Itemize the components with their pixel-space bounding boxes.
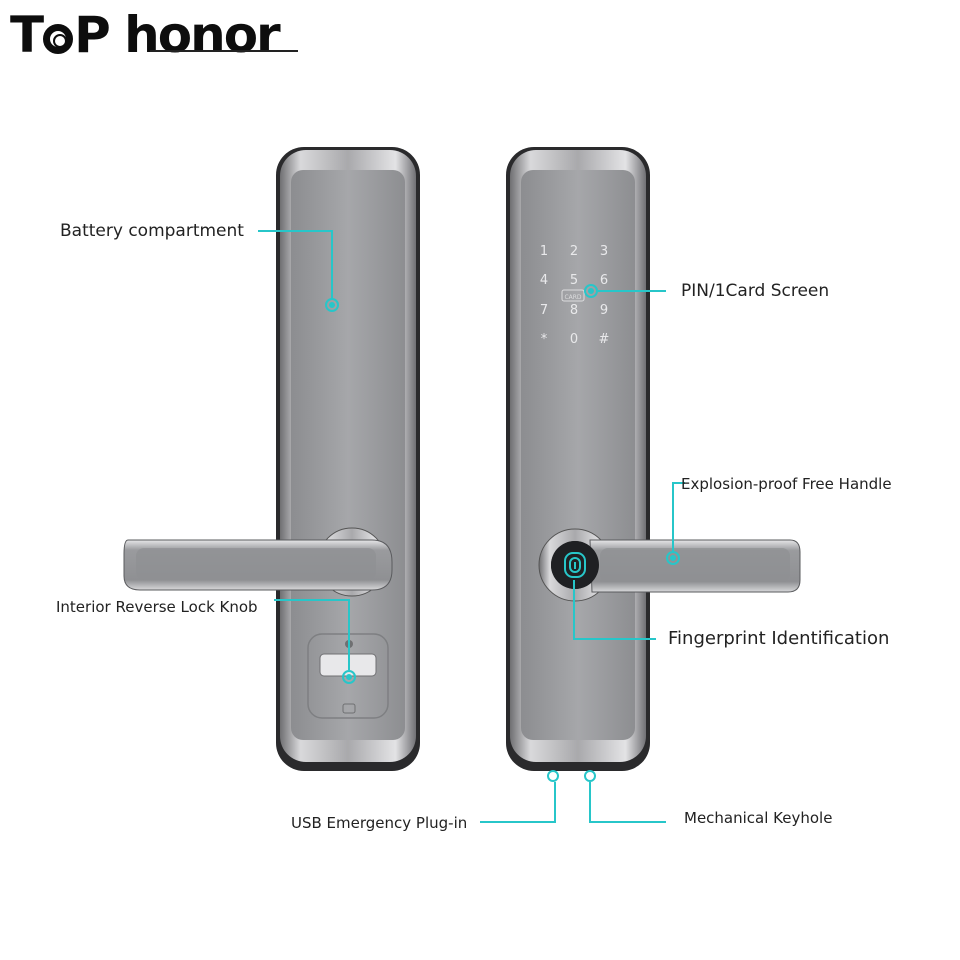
keypad-key: 4 (540, 273, 548, 288)
battery-marker (325, 298, 339, 312)
right-panel-face (521, 170, 635, 740)
pin-card-screen-label: PIN/1Card Screen (681, 281, 830, 301)
keyhole-port (584, 770, 596, 782)
keypad-key: 5 (570, 273, 578, 288)
padlock-icon (342, 703, 356, 714)
keyhole-leader (589, 782, 666, 823)
keypad-key: 9 (600, 303, 608, 318)
card-reader-text: CARD (564, 294, 581, 301)
brand-logo: T P honor (10, 6, 281, 64)
knob-marker (342, 670, 356, 684)
keypad-key: 6 (600, 273, 608, 288)
battery-compartment-label: Battery compartment (60, 221, 244, 241)
keypad-key: 2 (570, 244, 578, 259)
keypad-key: 1 (540, 244, 548, 259)
keypad-key: 8 (570, 303, 578, 318)
keypad-key: 3 (600, 244, 608, 259)
logo-underline (150, 50, 298, 52)
keypad-key: 7 (540, 303, 548, 318)
lock-knob-label: Interior Reverse Lock Knob (56, 598, 258, 616)
logo-text-b: P honor (74, 6, 281, 64)
free-handle-label: Explosion-proof Free Handle (681, 475, 892, 493)
fingerprint-logo-icon (43, 24, 74, 54)
battery-leader (258, 230, 333, 300)
pin-marker (584, 284, 598, 298)
fingerprint-icon (564, 552, 586, 578)
usb-plugin-label: USB Emergency Plug-in (291, 814, 468, 832)
handle-leader (672, 482, 685, 552)
knob-leader (274, 599, 350, 670)
keypad-key: * (541, 332, 548, 347)
keypad-key: 0 (570, 332, 578, 347)
fingerprint-label: Fingerprint Identification (668, 628, 890, 649)
keypad-key: # (599, 332, 610, 347)
callout-lines (258, 230, 685, 823)
usb-leader (480, 782, 556, 823)
exterior-lock-panel (506, 147, 801, 782)
mechanical-keyhole-label: Mechanical Keyhole (684, 809, 833, 827)
usb-port (547, 770, 559, 782)
logo-text-a: T (10, 6, 44, 64)
fingerprint-leader (573, 580, 656, 640)
card-reader-mark (561, 289, 585, 302)
keypad: 1 2 3 4 5 6 7 8 9 * 0 # (540, 244, 610, 347)
interior-lock-panel (123, 147, 420, 771)
handle-marker (666, 551, 680, 565)
left-panel-face (291, 170, 405, 740)
